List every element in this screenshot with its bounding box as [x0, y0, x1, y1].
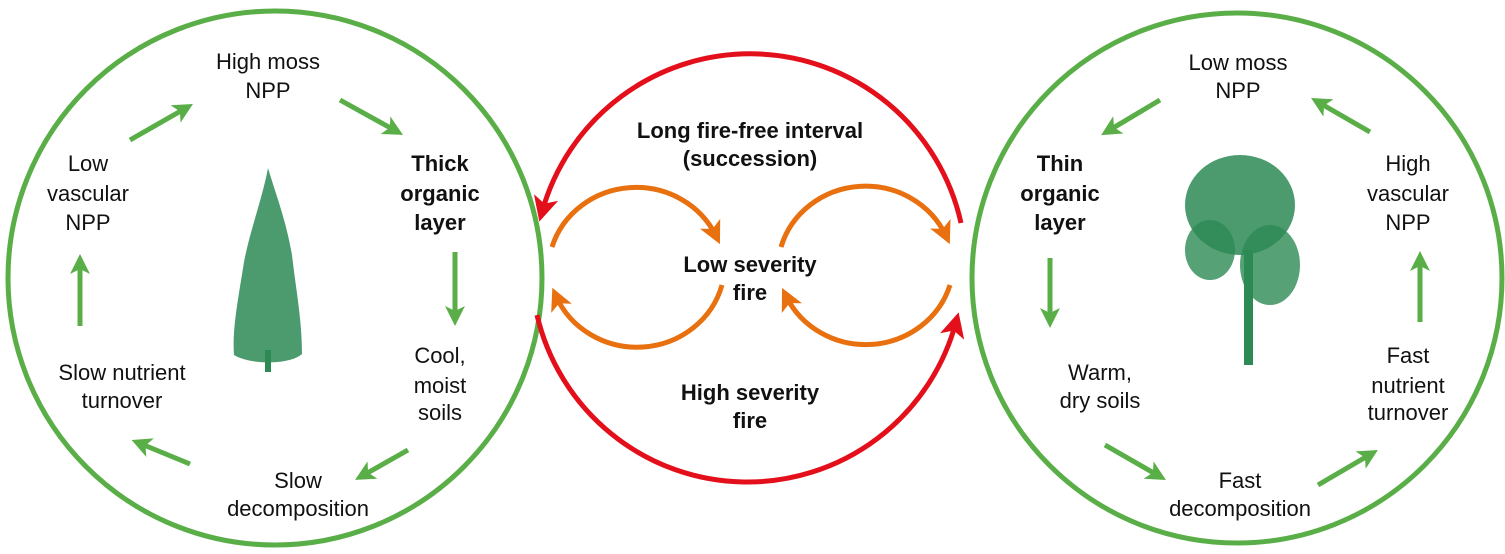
low-severity-arrow-right-bottom — [781, 284, 953, 348]
arrow-icon — [131, 438, 191, 467]
arrow-icon — [1316, 449, 1378, 488]
succession-arrow — [533, 51, 964, 224]
low-severity-arrow-left-top — [549, 184, 721, 248]
deciduous-tree-icon — [1185, 155, 1300, 365]
arrow-icon — [1311, 98, 1372, 135]
conifer-tree-icon — [233, 168, 302, 372]
label-long-fire-free-interval: Long fire-free interval(succession) — [637, 118, 863, 171]
left-cycle-circle — [5, 8, 545, 548]
arrow-icon — [1101, 97, 1162, 136]
right-cycle-circle — [969, 10, 1505, 546]
label-warm-dry-soils: Warm,dry soils — [1060, 360, 1141, 413]
low-severity-arrow-right-top — [778, 183, 951, 248]
low-severity-arrow-left-bottom — [551, 284, 725, 350]
arrow-icon — [128, 104, 193, 143]
high-severity-arrow — [534, 312, 965, 485]
arrow-icon — [338, 97, 403, 135]
arrow-icon — [1103, 442, 1166, 480]
arrow-icon — [355, 447, 410, 480]
